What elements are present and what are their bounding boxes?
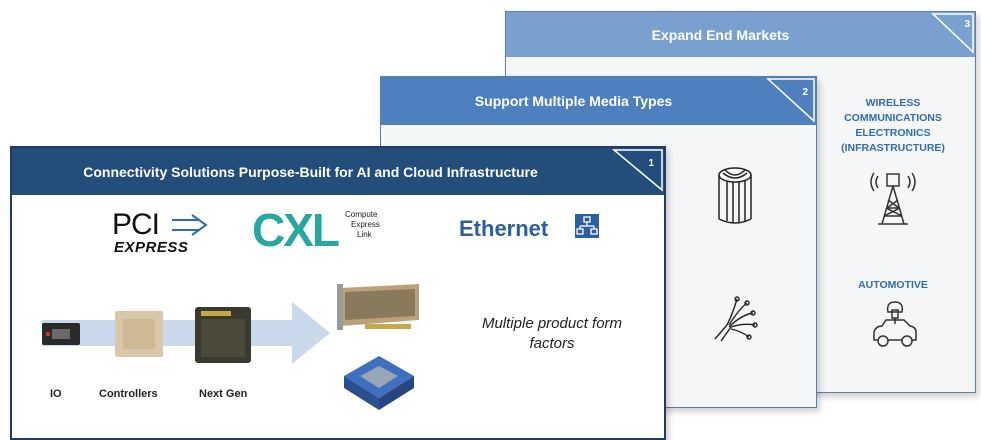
card-title: Expand End Markets [651, 26, 790, 43]
form-factors-text: Multiple product form factors [481, 315, 623, 352]
pcie-card-icon [337, 284, 419, 330]
card-number: 3 [964, 19, 970, 30]
next-gen-chip-icon [195, 307, 251, 363]
card-number: 2 [802, 87, 808, 98]
card-header: Expand End Markets [506, 12, 975, 57]
card-title: Support Multiple Media Types [474, 93, 673, 109]
wireless-label: WIRELESS COMMUNICATIONS ELECTRONICS (INF… [841, 97, 945, 154]
cxl-text: CXL [252, 204, 340, 256]
io-label: IO [50, 388, 62, 400]
card-number: 1 [648, 158, 654, 169]
corner-triangle-icon [611, 149, 663, 192]
fiber-optic-icon [714, 296, 758, 342]
evolution-arrow [42, 302, 330, 364]
network-icon [575, 214, 599, 238]
cell-tower-icon [870, 172, 916, 225]
corner-triangle-icon [766, 78, 815, 123]
pci-express-logo: PCI EXPRESS [112, 208, 208, 256]
cxl-subtitle: Compute Express Link [345, 210, 380, 239]
card-title: Connectivity Solutions Purpose-Built for… [83, 163, 538, 180]
module-icon [344, 356, 414, 410]
pci-express-text: EXPRESS [114, 239, 189, 256]
card-header: Connectivity Solutions Purpose-Built for… [12, 148, 664, 195]
automotive-label: AUTOMOTIVE [858, 279, 928, 291]
controller-chip-icon [115, 311, 163, 357]
pci-arrow-icon [172, 214, 208, 236]
cxl-logo: CXL Compute Express Link [252, 207, 392, 253]
pci-logo-text: PCI [112, 208, 160, 241]
card-header: Support Multiple Media Types [381, 77, 816, 125]
car-cloud-icon [873, 301, 917, 347]
io-chip-icon [42, 323, 80, 345]
corner-triangle-icon [931, 13, 974, 54]
ethernet-label: Ethernet [459, 216, 549, 241]
next-gen-label: Next Gen [199, 388, 248, 400]
controllers-label: Controllers [99, 388, 158, 400]
card-connectivity-solutions: Connectivity Solutions Purpose-Built for… [10, 146, 666, 440]
cable-icon [718, 167, 752, 224]
